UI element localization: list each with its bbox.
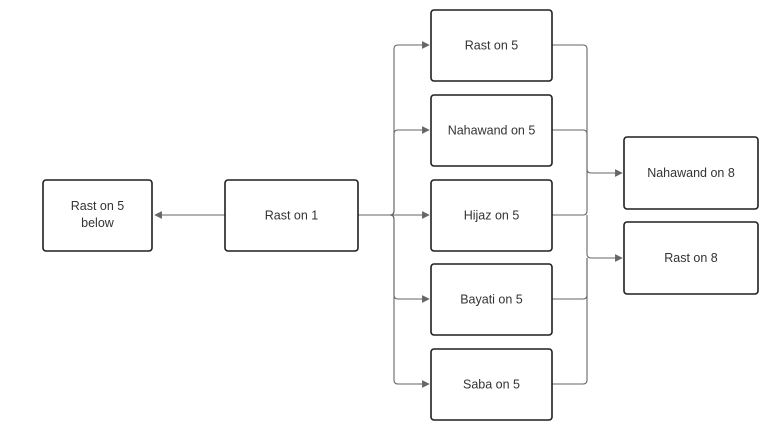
node-nahawand-on-8[interactable]: Nahawand on 8 [623,136,759,210]
node-label-nahawand-on-5: Nahawand on 5 [448,124,536,138]
edge-saba-on-5-to-rast-on-8 [552,258,588,385]
node-label-nahawand-on-8: Nahawand on 8 [647,166,735,180]
edges [154,41,623,388]
edge-rast-on-1-to-nahawand-on-5 [358,126,430,216]
node-label-hijaz-on-5: Hijaz on 5 [464,209,520,223]
node-label-rast-on-5: Rast on 5 [465,39,519,53]
node-label-rast-on-8: Rast on 8 [664,251,718,265]
edge-rast-on-5-to-nahawand-on-8 [552,44,623,177]
node-saba-on-5[interactable]: Saba on 5 [430,348,553,421]
node-bayati-on-5[interactable]: Bayati on 5 [430,263,553,336]
node-label-saba-on-5: Saba on 5 [463,378,520,392]
node-label-rast-on-5-below-line-2: below [81,216,115,230]
edge-rast-on-1-to-saba-on-5 [358,214,430,388]
edge-bayati-on-5-to-rast-on-8 [552,258,588,300]
node-rast-on-5[interactable]: Rast on 5 [430,9,553,82]
edge-nahawand-on-5-to-nahawand-on-8 [552,129,588,173]
node-label-bayati-on-5: Bayati on 5 [460,293,523,307]
node-label-rast-on-1: Rast on 1 [265,209,319,223]
node-nahawand-on-5[interactable]: Nahawand on 5 [430,94,553,167]
node-rast-on-8[interactable]: Rast on 8 [623,221,759,295]
edge-hijaz-on-5-to-rast-on-8 [586,215,623,262]
node-rast-on-5-below[interactable]: Rast on 5 below [42,179,153,252]
node-rast-on-1[interactable]: Rast on 1 [224,179,359,252]
edge-hijaz-on-5-to-nahawand-on-8 [552,173,588,216]
node-label-rast-on-5-below-line-1: Rast on 5 [71,199,125,213]
node-hijaz-on-5[interactable]: Hijaz on 5 [430,179,553,252]
